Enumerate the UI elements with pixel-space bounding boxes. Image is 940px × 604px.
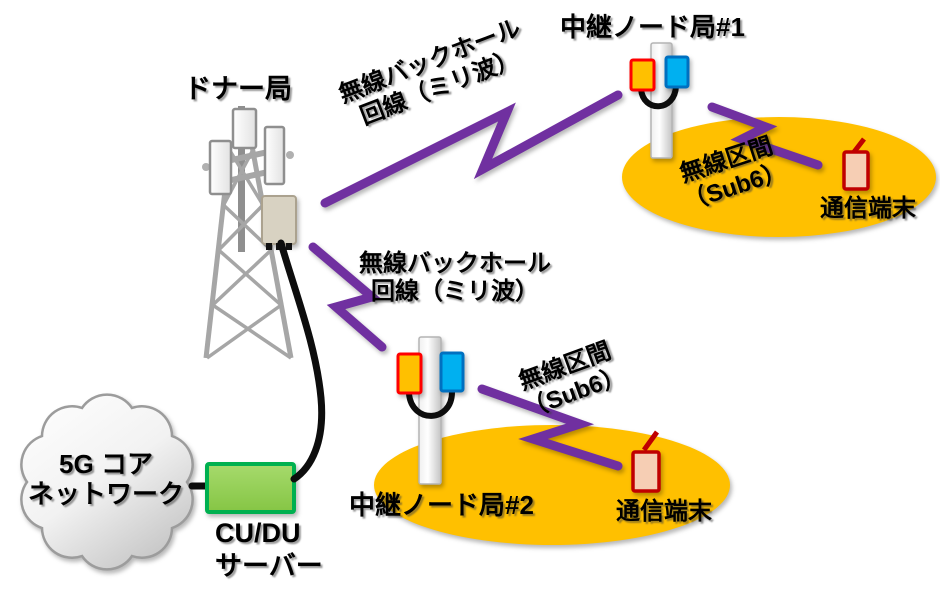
terminal-1	[842, 137, 870, 191]
equipment-box	[261, 195, 297, 245]
relay1-radio-unit-mmwave	[629, 58, 656, 92]
fiber-cable	[277, 239, 326, 483]
terminal-2	[631, 430, 661, 493]
antenna-panel-left	[208, 139, 233, 196]
relay-node-2	[396, 336, 465, 485]
core-network-label: 5G コア ネットワーク	[15, 449, 197, 510]
access-link-1-zigzag	[707, 102, 823, 170]
core-network-line1: 5G コア	[59, 449, 153, 479]
backhaul-link-2-label: 無線バックホール 回線（ミリ波）	[345, 250, 565, 306]
backhaul-link-2-zigzag	[308, 242, 387, 352]
cudu-server-box	[205, 462, 296, 514]
core-network-cloud	[20, 393, 194, 571]
terminal1-antenna	[852, 137, 866, 154]
relay-node-2-label: 中継ノード局#2	[349, 490, 534, 520]
donor-station-label: ドナー局	[184, 74, 292, 104]
relay1-radio-unit-sub6	[664, 55, 690, 89]
relay-node-1	[629, 42, 690, 159]
terminal2-phone	[631, 450, 661, 493]
terminal-1-label: 通信端末	[820, 195, 916, 222]
backhaul-link-2-line2: 回線（ミリ波）	[371, 278, 539, 306]
cudu-server-label: CU/DU サーバー	[215, 517, 323, 583]
donor-tower	[202, 106, 297, 360]
backhaul-link-1-zigzag	[320, 90, 623, 208]
panel-mount-right	[286, 151, 294, 159]
terminal1-phone	[842, 150, 870, 191]
relay2-jumper-cable	[406, 389, 455, 419]
relay-node-1-label: 中継ノード局#1	[560, 12, 745, 42]
cloud-shape	[20, 393, 194, 571]
relay1-jumper-cable	[638, 83, 679, 110]
antenna-panel-right	[263, 125, 286, 186]
relay2-radio-unit-mmwave	[396, 352, 423, 395]
terminal-2-label: 通信端末	[616, 498, 712, 525]
relay2-radio-unit-sub6	[439, 351, 465, 393]
backhaul-link-2-line1: 無線バックホール	[359, 250, 551, 277]
access-link-2-zigzag	[477, 384, 623, 471]
panel-mount-left	[202, 163, 210, 171]
terminal2-antenna	[641, 430, 660, 452]
cudu-server-line1: CU/DU	[215, 518, 301, 548]
antenna-panel-center	[231, 107, 258, 150]
core-network-line2: ネットワーク	[27, 479, 184, 510]
cudu-server-line2: サーバー	[215, 550, 323, 581]
